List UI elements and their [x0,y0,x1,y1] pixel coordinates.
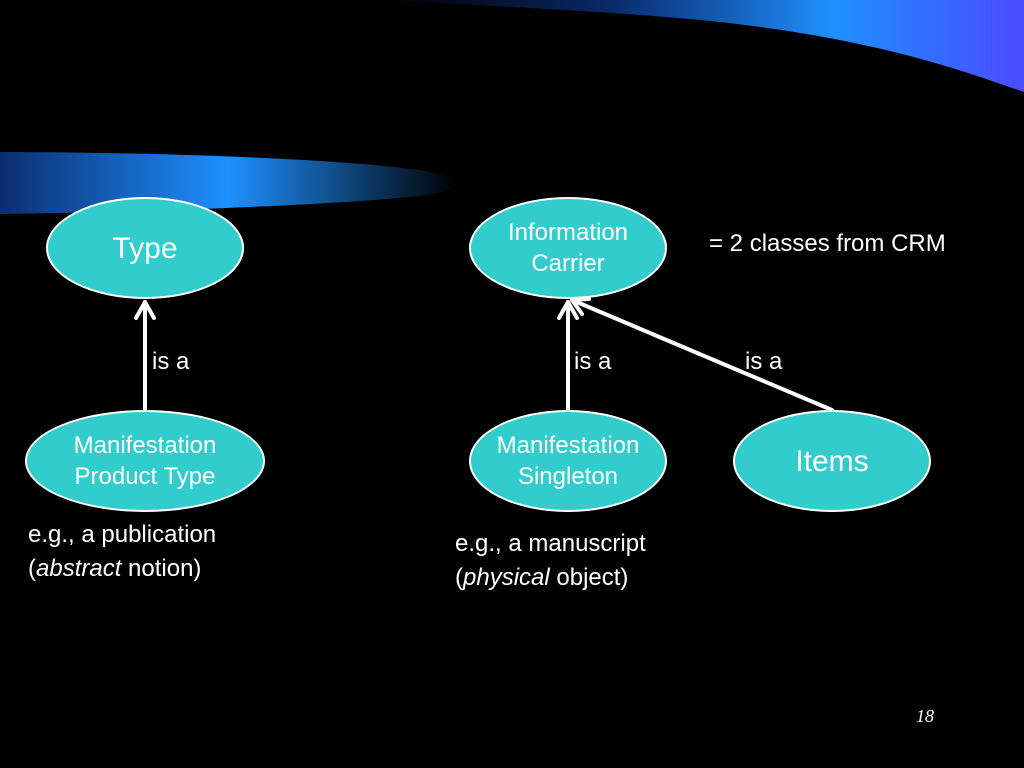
arrowhead-carrier-left [557,300,579,320]
example-right-line2: (physical object) [455,564,629,591]
arrowhead-carrier-right [570,297,591,316]
is-a-label-middle: is a [574,348,612,375]
information-carrier-node: Information Carrier [469,197,667,299]
manifestation-singleton-label-line2: Singleton [517,463,619,490]
page-number: 18 [916,706,934,726]
crm-classes-note: = 2 classes from CRM [709,230,946,257]
arrowhead-type [134,300,156,320]
items-node-label: Items [795,444,869,478]
manifestation-product-type-label-line2: Product Type [74,463,216,490]
manifestation-product-type-node: Manifestation Product Type [25,410,265,512]
manifestation-singleton-label-line1: Manifestation [496,431,640,459]
example-left-line1: e.g., a publication [28,521,217,548]
items-node: Items [733,410,931,512]
example-left-line2: (abstract notion) [28,555,202,582]
manifestation-product-type-label-line1: Manifestation [73,431,217,459]
is-a-label-right: is a [745,348,783,375]
example-right-emphasis: physical [463,564,550,591]
example-right-line1: e.g., a manuscript [455,530,646,557]
information-carrier-label-line1: Information [507,218,629,246]
example-left-emphasis: abstract [36,555,122,582]
arrow-items-to-carrier [570,298,834,412]
manifestation-singleton-node: Manifestation Singleton [469,410,667,512]
example-right: e.g., a manuscript (physical object) [455,527,646,595]
information-carrier-label-line2: Carrier [531,250,605,277]
type-node-label: Type [112,231,178,265]
is-a-label-left: is a [152,348,190,375]
type-node: Type [46,197,244,299]
example-left: e.g., a publication (abstract notion) [28,518,216,586]
